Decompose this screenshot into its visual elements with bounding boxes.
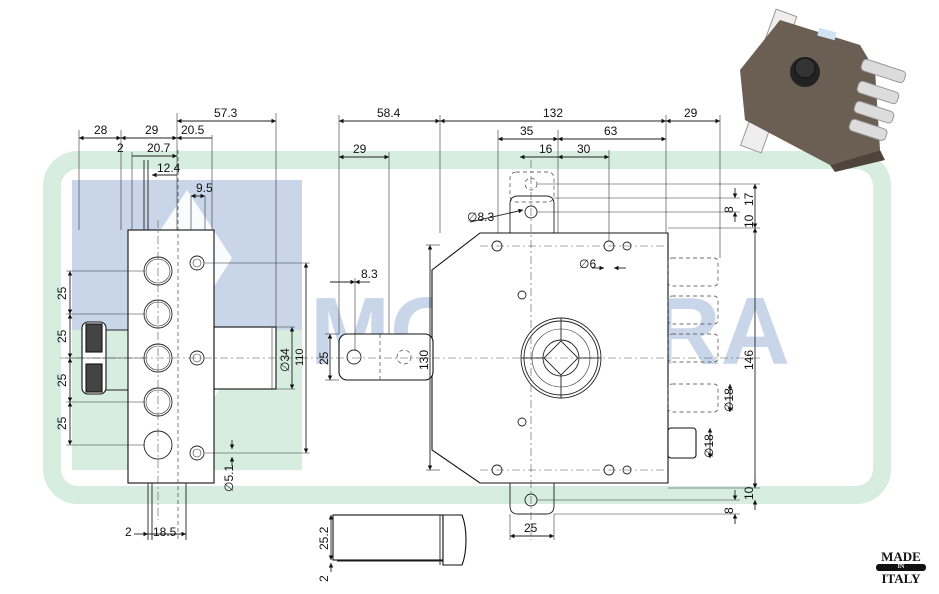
svg-text:28: 28: [94, 123, 108, 137]
badge-in: IN: [876, 564, 926, 571]
svg-text:∅5.1: ∅5.1: [222, 465, 236, 492]
svg-text:25: 25: [55, 416, 69, 430]
svg-text:10: 10: [742, 486, 756, 500]
svg-text:2: 2: [125, 525, 132, 539]
svg-text:63: 63: [604, 124, 618, 138]
side-view: 28 29 57.3 2 20.7 20.5 12.4 9.5 25 25 25…: [55, 106, 320, 540]
svg-text:29: 29: [353, 142, 367, 156]
badge-made: MADE: [881, 549, 921, 564]
svg-text:29: 29: [684, 106, 698, 120]
svg-text:25: 25: [524, 521, 538, 535]
svg-text:20.7: 20.7: [147, 141, 171, 155]
svg-text:17: 17: [742, 192, 756, 206]
product-photo: [739, 8, 907, 172]
svg-text:25: 25: [55, 373, 69, 387]
svg-text:25: 25: [317, 351, 331, 365]
svg-text:25: 25: [55, 329, 69, 343]
svg-text:∅18: ∅18: [702, 434, 716, 458]
svg-text:2: 2: [317, 575, 331, 582]
svg-text:∅34: ∅34: [278, 348, 292, 372]
front-view: 58.4 132 29 29 35 63 16 30 ∅8.3 8.3 25 1…: [317, 106, 760, 540]
svg-text:132: 132: [543, 106, 563, 120]
svg-text:35: 35: [520, 124, 534, 138]
svg-text:∅6: ∅6: [579, 257, 596, 271]
svg-text:57.3: 57.3: [214, 106, 238, 120]
svg-text:8.3: 8.3: [361, 267, 378, 281]
svg-text:2: 2: [117, 141, 124, 155]
svg-text:110: 110: [294, 348, 306, 366]
svg-text:∅18: ∅18: [722, 388, 736, 412]
svg-text:18.5: 18.5: [153, 525, 177, 539]
svg-text:9.5: 9.5: [196, 181, 213, 195]
svg-text:10: 10: [742, 214, 756, 228]
svg-text:130: 130: [417, 350, 431, 370]
made-in-italy-badge: MADE IN ITALY: [876, 550, 926, 592]
svg-text:16: 16: [539, 142, 553, 156]
svg-text:∅8.3: ∅8.3: [467, 210, 494, 224]
svg-text:8: 8: [722, 206, 736, 213]
svg-text:8: 8: [722, 507, 736, 514]
badge-italy: ITALY: [881, 571, 921, 586]
svg-text:29: 29: [145, 123, 159, 137]
svg-text:146: 146: [742, 350, 756, 370]
svg-text:12.4: 12.4: [157, 161, 181, 175]
svg-text:20.5: 20.5: [181, 123, 205, 137]
svg-text:58.4: 58.4: [377, 106, 401, 120]
svg-text:25.2: 25.2: [317, 526, 331, 550]
svg-text:30: 30: [577, 142, 591, 156]
svg-text:25: 25: [55, 286, 69, 300]
bolt-detail: 25.2 2: [317, 514, 467, 582]
